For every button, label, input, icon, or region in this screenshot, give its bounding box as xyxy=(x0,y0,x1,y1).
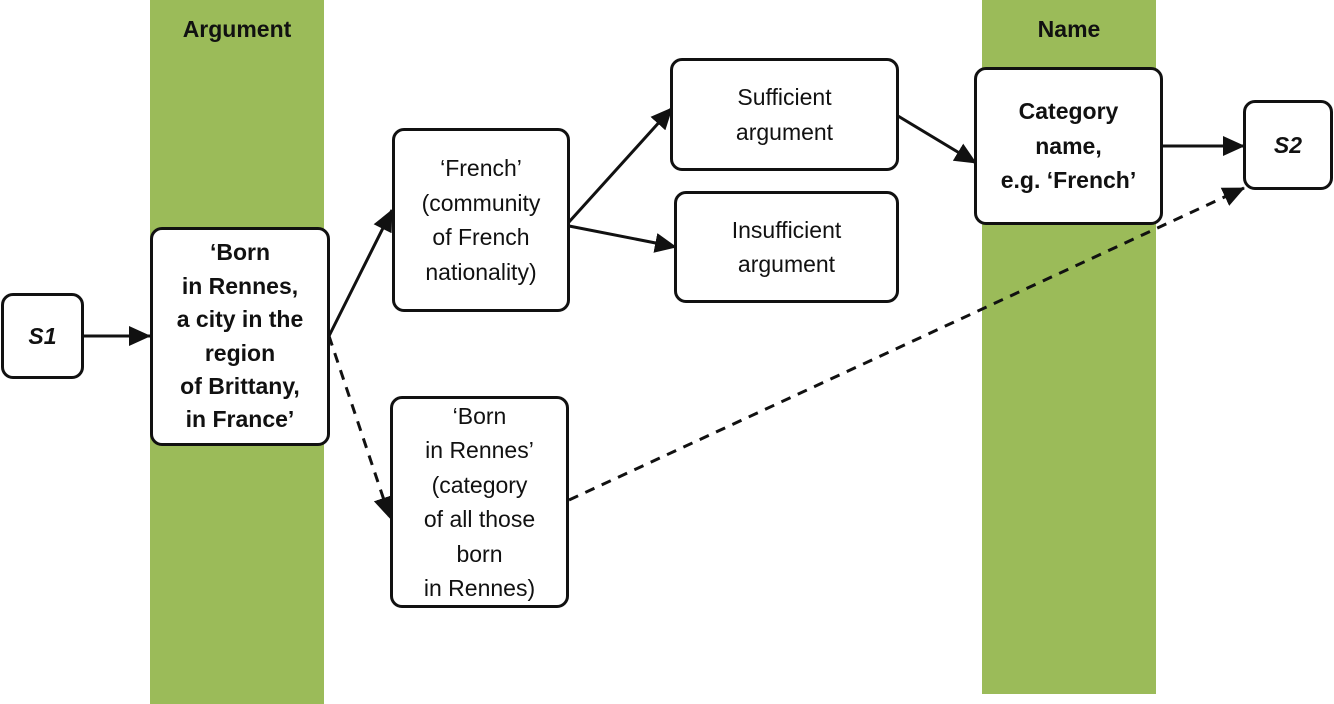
edge-statement-to-category xyxy=(327,335,393,519)
born-in-rennes-category-node: ‘Born in Rennes’ (category of all those … xyxy=(390,396,569,608)
s1-node: S1 xyxy=(1,293,84,379)
edge-french-to-sufficient xyxy=(567,106,674,224)
name-band-title: Name xyxy=(1037,16,1101,42)
argument-band-title: Argument xyxy=(182,16,292,42)
edge-sufficient-to-category-name xyxy=(897,114,977,165)
edge-french-to-insufficient xyxy=(568,224,677,253)
born-in-rennes-statement-node: ‘Born in Rennes, a city in the region of… xyxy=(150,227,330,446)
insufficient-argument-node: Insufficient argument xyxy=(674,191,899,303)
category-name-node: Category name, e.g. ‘French’ xyxy=(974,67,1163,225)
french-community-node: ‘French’ (community of French nationalit… xyxy=(392,128,570,312)
edge-category-to-s2 xyxy=(568,186,1245,502)
s2-node: S2 xyxy=(1243,100,1333,190)
edge-statement-to-french xyxy=(327,209,394,337)
sufficient-argument-node: Sufficient argument xyxy=(670,58,899,171)
